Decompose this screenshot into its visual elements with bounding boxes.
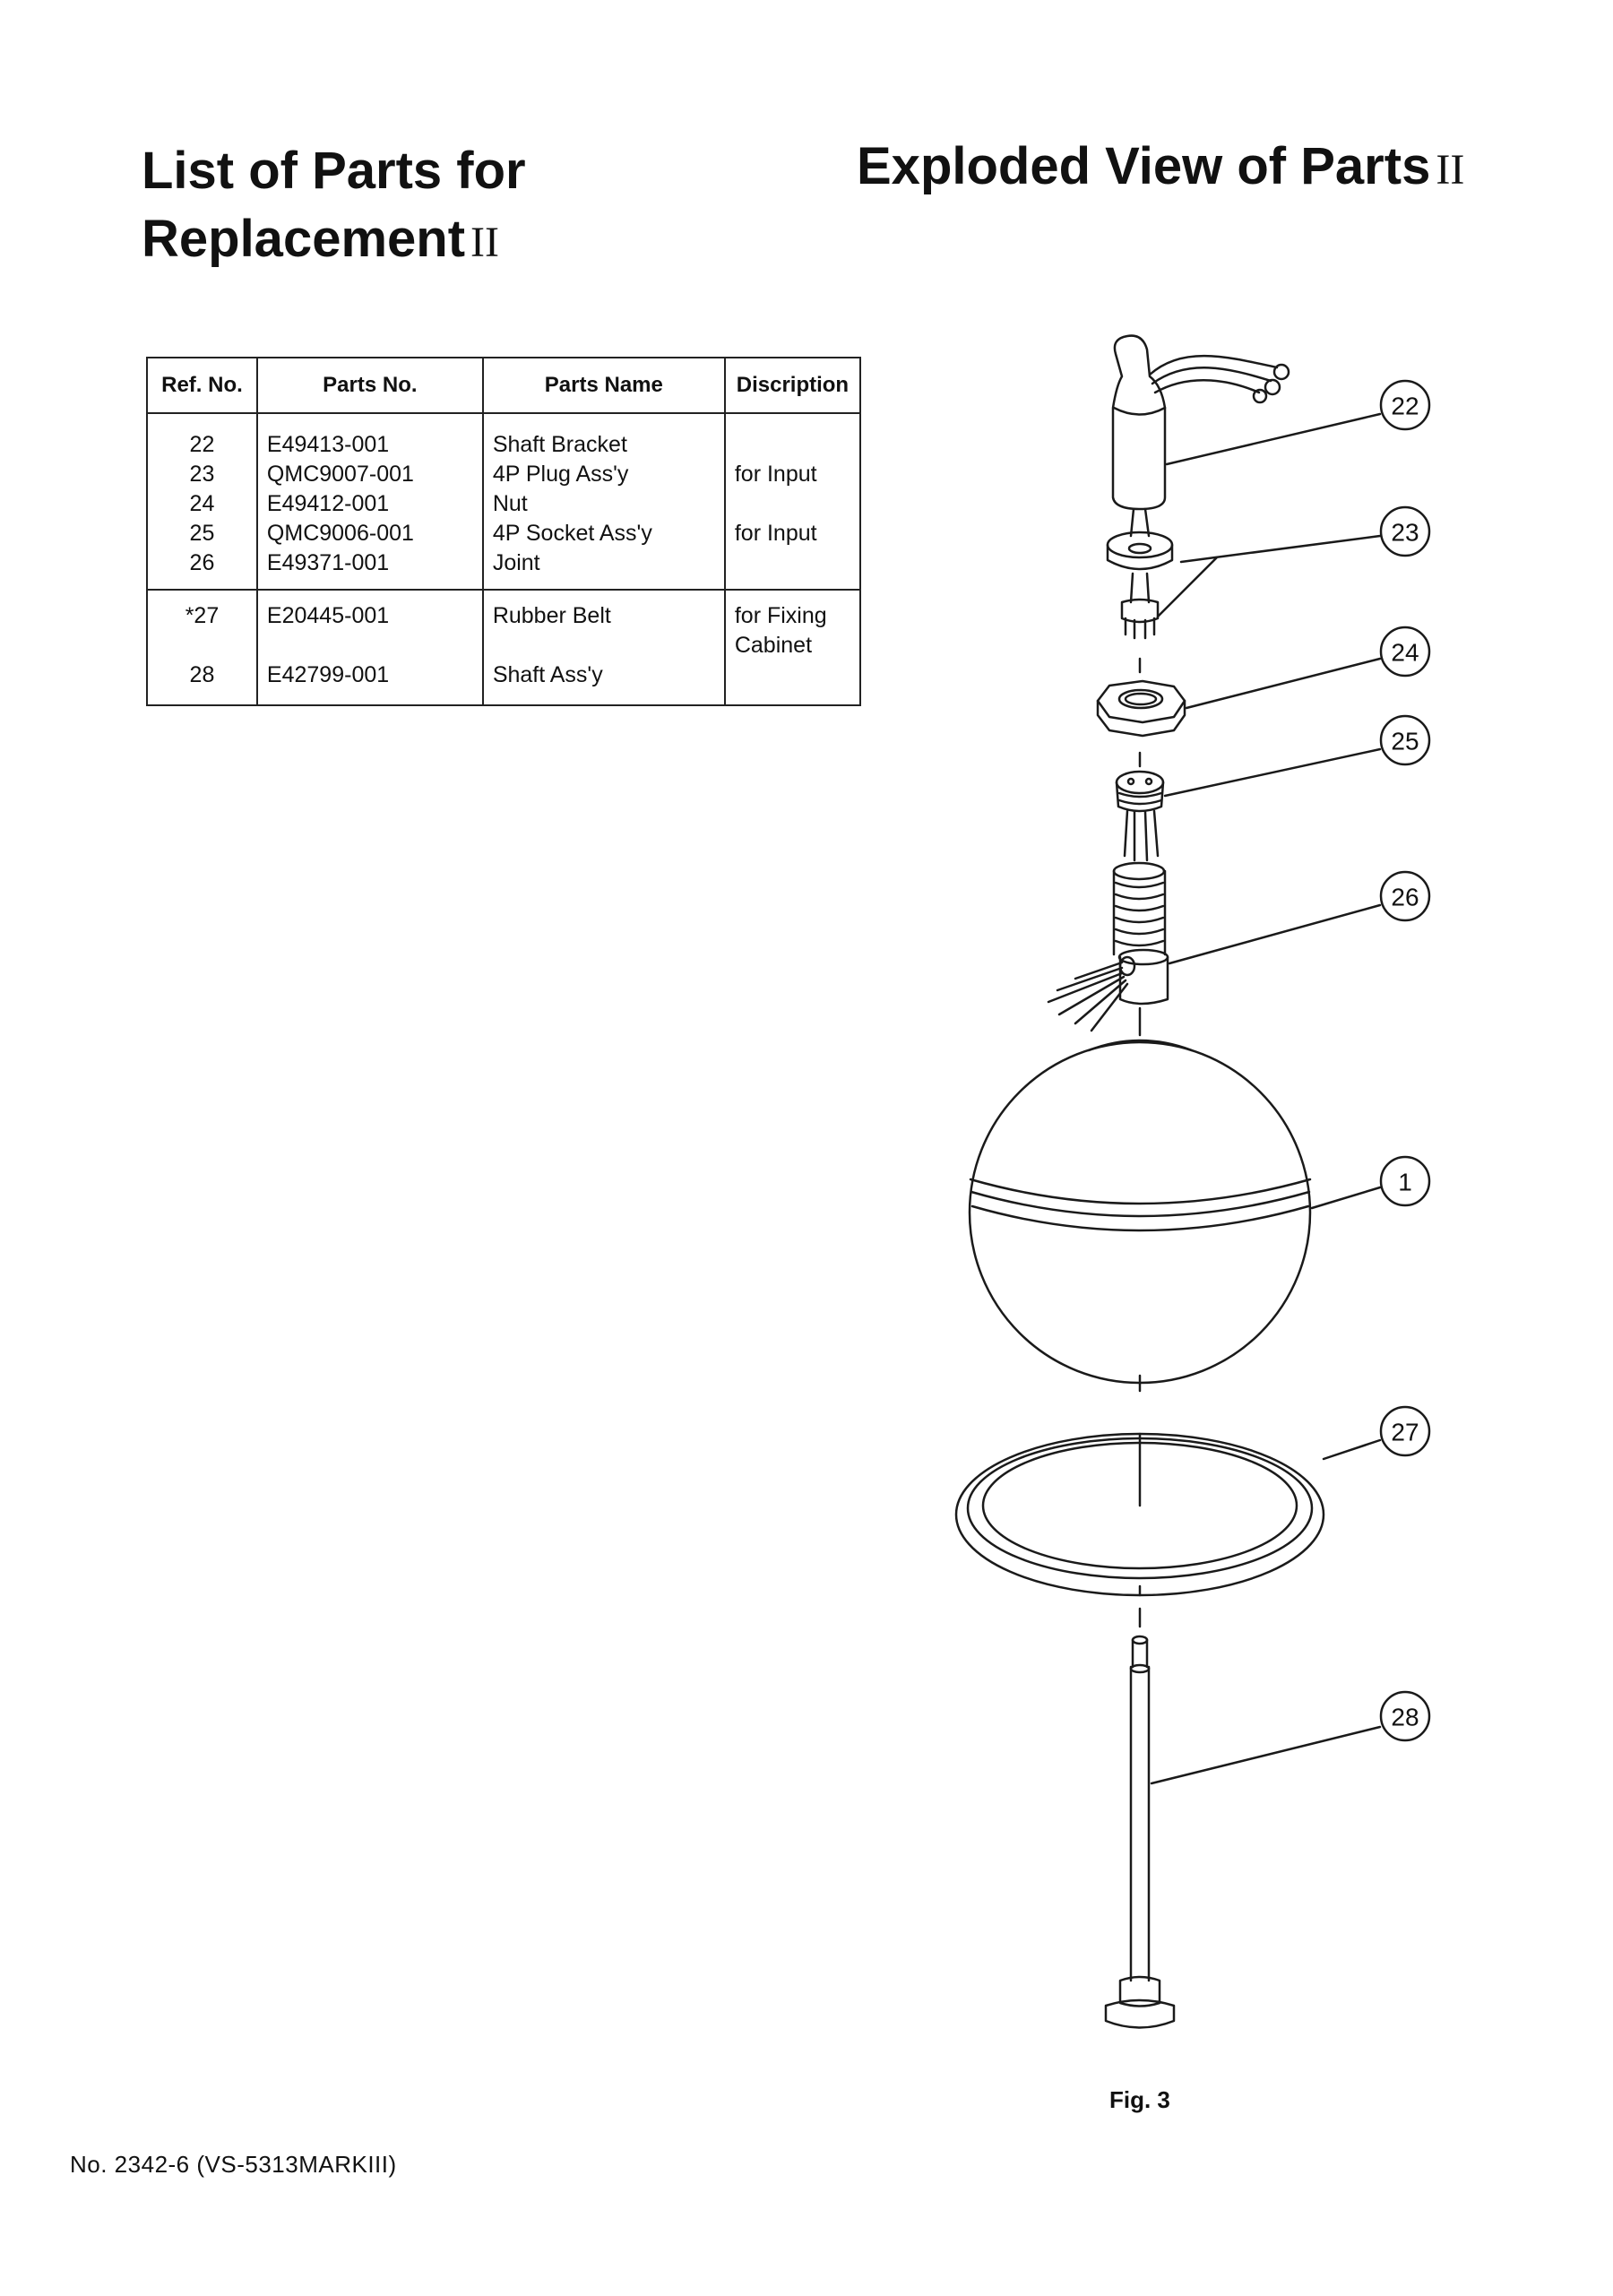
parts-no-cell: QMC9006-001 [266, 521, 414, 546]
callout-label-25: 25 [1391, 728, 1419, 755]
parts-name-cell: Joint [492, 550, 540, 575]
parts-name-cell: Shaft Ass'y [492, 662, 603, 687]
callout-circle-28 [1379, 1690, 1431, 1742]
table-row: *27 28 E20445-001 E42799-001 Rubber Belt… [146, 590, 862, 706]
parts-no-column: E20445-001 E42799-001 [255, 590, 484, 706]
sphere-cabinet-part [968, 1039, 1312, 1385]
callout-label-27: 27 [1391, 1419, 1419, 1446]
leader-line-23 [1156, 534, 1382, 618]
leader-line-28 [1150, 1725, 1382, 1785]
ref-cell: 24 [189, 491, 215, 516]
description-cell: for Input [734, 462, 817, 487]
exploded-view-title-roman: II [1436, 146, 1465, 194]
document-footer: No. 2342-6 (VS-5313MARKIII) [70, 2151, 397, 2178]
parts-list-title-roman: II [470, 219, 499, 266]
callout-circle-26 [1379, 870, 1431, 922]
description-cell: for Input [734, 521, 817, 546]
header-description: Discription [723, 357, 862, 414]
parts-name-cell: 4P Socket Ass'y [492, 521, 652, 546]
callout-circle-22 [1379, 379, 1431, 431]
joint-part [1047, 861, 1169, 1032]
plug-assembly-part [1106, 531, 1174, 640]
leader-line-22 [1165, 412, 1382, 466]
parts-no-cell: E42799-001 [266, 662, 390, 687]
leader-line-27 [1322, 1438, 1382, 1461]
ref-column: 22 23 24 25 26 [146, 413, 258, 591]
parts-no-cell: E20445-001 [266, 603, 390, 628]
ref-cell: 25 [189, 521, 215, 546]
parts-name-cell: 4P Plug Ass'y [492, 462, 629, 487]
parts-name-cell: Rubber Belt [492, 603, 611, 628]
parts-name-cell: Shaft Bracket [492, 432, 627, 457]
parts-table: Ref. No. Parts No. Parts Name Discriptio… [146, 357, 862, 706]
table-row: 22 23 24 25 26 E49413-001 QMC9007-001 E4… [146, 413, 862, 591]
ref-column: *27 28 [146, 590, 258, 706]
parts-no-column: E49413-001 QMC9007-001 E49412-001 QMC900… [255, 413, 484, 591]
parts-name-column: Rubber Belt Shaft Ass'y [481, 590, 726, 706]
ref-cell: 28 [189, 662, 215, 687]
parts-no-cell: E49413-001 [266, 432, 390, 457]
table-header-row: Ref. No. Parts No. Parts Name Discriptio… [146, 357, 862, 414]
leader-line-24 [1185, 657, 1382, 710]
figure-caption: Fig. 3 [1109, 2086, 1170, 2113]
callout-circle-24 [1379, 626, 1431, 678]
description-cell: Cabinet [734, 633, 813, 658]
parts-name-column: Shaft Bracket 4P Plug Ass'y Nut 4P Socke… [481, 413, 726, 591]
callout-label-23: 23 [1391, 519, 1419, 547]
callout-circle-25 [1379, 714, 1431, 766]
leader-line-25 [1163, 747, 1382, 798]
table-group-2: *27 28 E20445-001 E42799-001 Rubber Belt… [146, 590, 862, 706]
callout-label-26: 26 [1391, 884, 1419, 911]
callout-circle-27 [1379, 1405, 1431, 1457]
callout-label-28: 28 [1391, 1704, 1419, 1731]
ref-cell: 23 [189, 462, 215, 487]
ref-cell: *27 [185, 603, 220, 628]
parts-list-title-word: Replacement [142, 210, 466, 268]
leader-line-26 [1168, 903, 1382, 965]
wire [1143, 507, 1151, 538]
parts-no-cell: E49371-001 [266, 550, 390, 575]
header-parts-name: Parts Name [481, 357, 726, 414]
ref-cell: 26 [189, 550, 215, 575]
header-parts-no: Parts No. [255, 357, 484, 414]
exploded-view-title-text: Exploded View of Parts [857, 137, 1431, 195]
socket-assembly-part [1115, 770, 1165, 862]
description-column: for Fixing Cabinet [723, 590, 862, 706]
parts-list-title-line1: List of Parts for [142, 142, 526, 200]
callout-circle-23 [1379, 505, 1431, 557]
callout-label-24: 24 [1391, 639, 1419, 667]
ref-cell: 22 [189, 432, 215, 457]
callout-label-1: 1 [1398, 1169, 1412, 1196]
nut-part [1096, 679, 1186, 738]
table-group-1: 22 23 24 25 26 E49413-001 QMC9007-001 E4… [146, 413, 862, 591]
header-ref-no: Ref. No. [146, 357, 258, 414]
shaft-assembly-part [1104, 1635, 1176, 2029]
description-column: for Input for Input [723, 413, 862, 591]
leader-line-1 [1310, 1186, 1382, 1210]
callout-circle-1 [1379, 1155, 1431, 1207]
description-cell: for Fixing [734, 603, 827, 628]
parts-no-cell: E49412-001 [266, 491, 390, 516]
wire [1129, 507, 1135, 538]
parts-name-cell: Nut [492, 491, 528, 516]
parts-no-cell: QMC9007-001 [266, 462, 414, 487]
callout-label-22: 22 [1391, 393, 1419, 420]
shaft-bracket-part [1111, 334, 1290, 511]
